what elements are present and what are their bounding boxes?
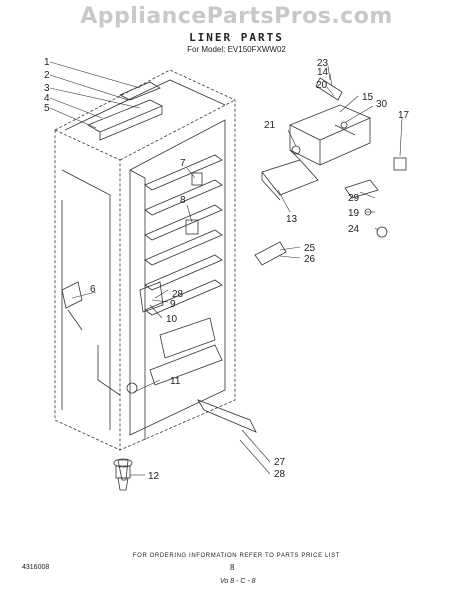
callout-13: 13 [286, 214, 298, 225]
model-line: For Model: EV150FXWW02 [187, 45, 286, 54]
center-brackets [139, 172, 203, 313]
callout-numbers: 1 2 3 4 5 6 7 8 9 10 11 12 13 14 15 17 1… [44, 57, 410, 482]
callout-6: 6 [90, 284, 96, 295]
shelf-rails [144, 154, 223, 386]
diagram-title: LINER PARTS [189, 31, 284, 44]
callout-4: 4 [44, 93, 50, 104]
small-parts [254, 121, 407, 266]
control-housing [261, 77, 371, 201]
callout-3: 3 [44, 83, 50, 94]
callout-2: 2 [44, 70, 50, 81]
document-id: 4316008 [22, 564, 50, 571]
callout-21: 21 [264, 120, 276, 131]
callout-19: 19 [348, 208, 360, 219]
callout-8: 8 [180, 195, 186, 206]
callout-29: 29 [348, 193, 360, 204]
callout-26: 26 [304, 254, 316, 265]
left-bracket [61, 281, 83, 331]
liner-cabinet [54, 69, 236, 451]
callout-12: 12 [148, 471, 160, 482]
callout-30: 30 [376, 99, 388, 110]
callout-1: 1 [44, 57, 50, 68]
page-number: 8 [230, 563, 235, 572]
callout-5: 5 [44, 103, 50, 114]
watermark: AppliancePartsPros.com [80, 4, 393, 29]
leader-lines [49, 61, 403, 476]
callout-10: 10 [166, 314, 178, 325]
callout-14: 14 [317, 67, 329, 78]
callout-24: 24 [348, 224, 360, 235]
callout-28b: 28 [274, 469, 286, 480]
ordering-note: FOR ORDERING INFORMATION REFER TO PARTS … [132, 553, 341, 559]
callout-11: 11 [170, 376, 181, 387]
callout-25: 25 [304, 243, 316, 254]
page-code: Vo 8 - C - 8 [220, 578, 256, 585]
callout-27: 27 [274, 457, 286, 468]
callout-9: 9 [170, 299, 176, 310]
callout-20: 20 [316, 80, 328, 91]
callout-17: 17 [398, 110, 410, 121]
callout-15: 15 [362, 92, 374, 103]
top-bracket [87, 81, 163, 141]
callout-28a: 28 [172, 289, 184, 300]
bottom-parts [113, 317, 257, 491]
callout-23: 23 [317, 58, 329, 69]
callout-7: 7 [180, 158, 186, 169]
